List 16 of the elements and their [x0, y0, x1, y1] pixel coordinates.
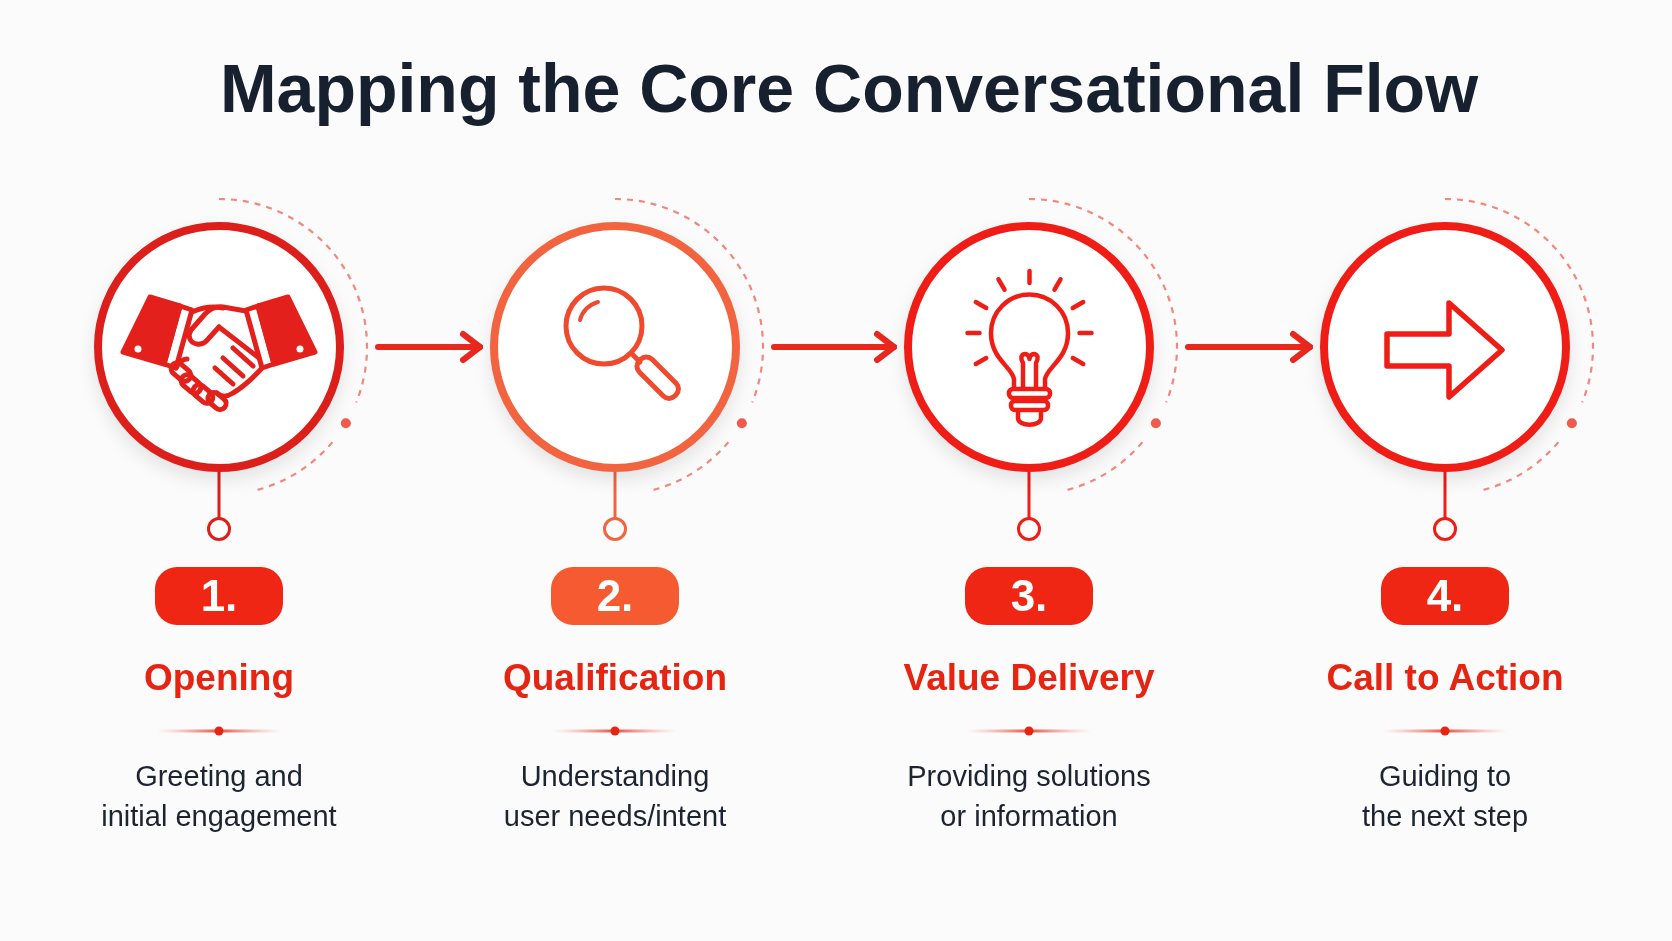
step-number-badge: 2. [551, 567, 679, 625]
title: Mapping the Core Conversational Flow [219, 50, 1479, 126]
step-description: Greeting and initial engagement [100, 759, 338, 834]
step-heading: Opening [143, 656, 294, 700]
flow-arrow [375, 331, 483, 363]
step-number-badge: 1. [155, 567, 283, 625]
step-number-badge: 4. [1381, 567, 1509, 625]
step-number-badge: 3. [965, 567, 1093, 625]
step-description: Guiding to the next step [1360, 759, 1530, 834]
step-heading: Qualification [502, 656, 728, 700]
step-heading: Value Delivery [903, 656, 1155, 700]
step-description: Understanding user needs/intent [502, 759, 728, 834]
flow-arrow [771, 331, 897, 363]
step-description: Providing solutions or information [906, 759, 1152, 834]
step-heading: Call to Action [1326, 656, 1564, 700]
flow-arrow [1185, 331, 1313, 363]
